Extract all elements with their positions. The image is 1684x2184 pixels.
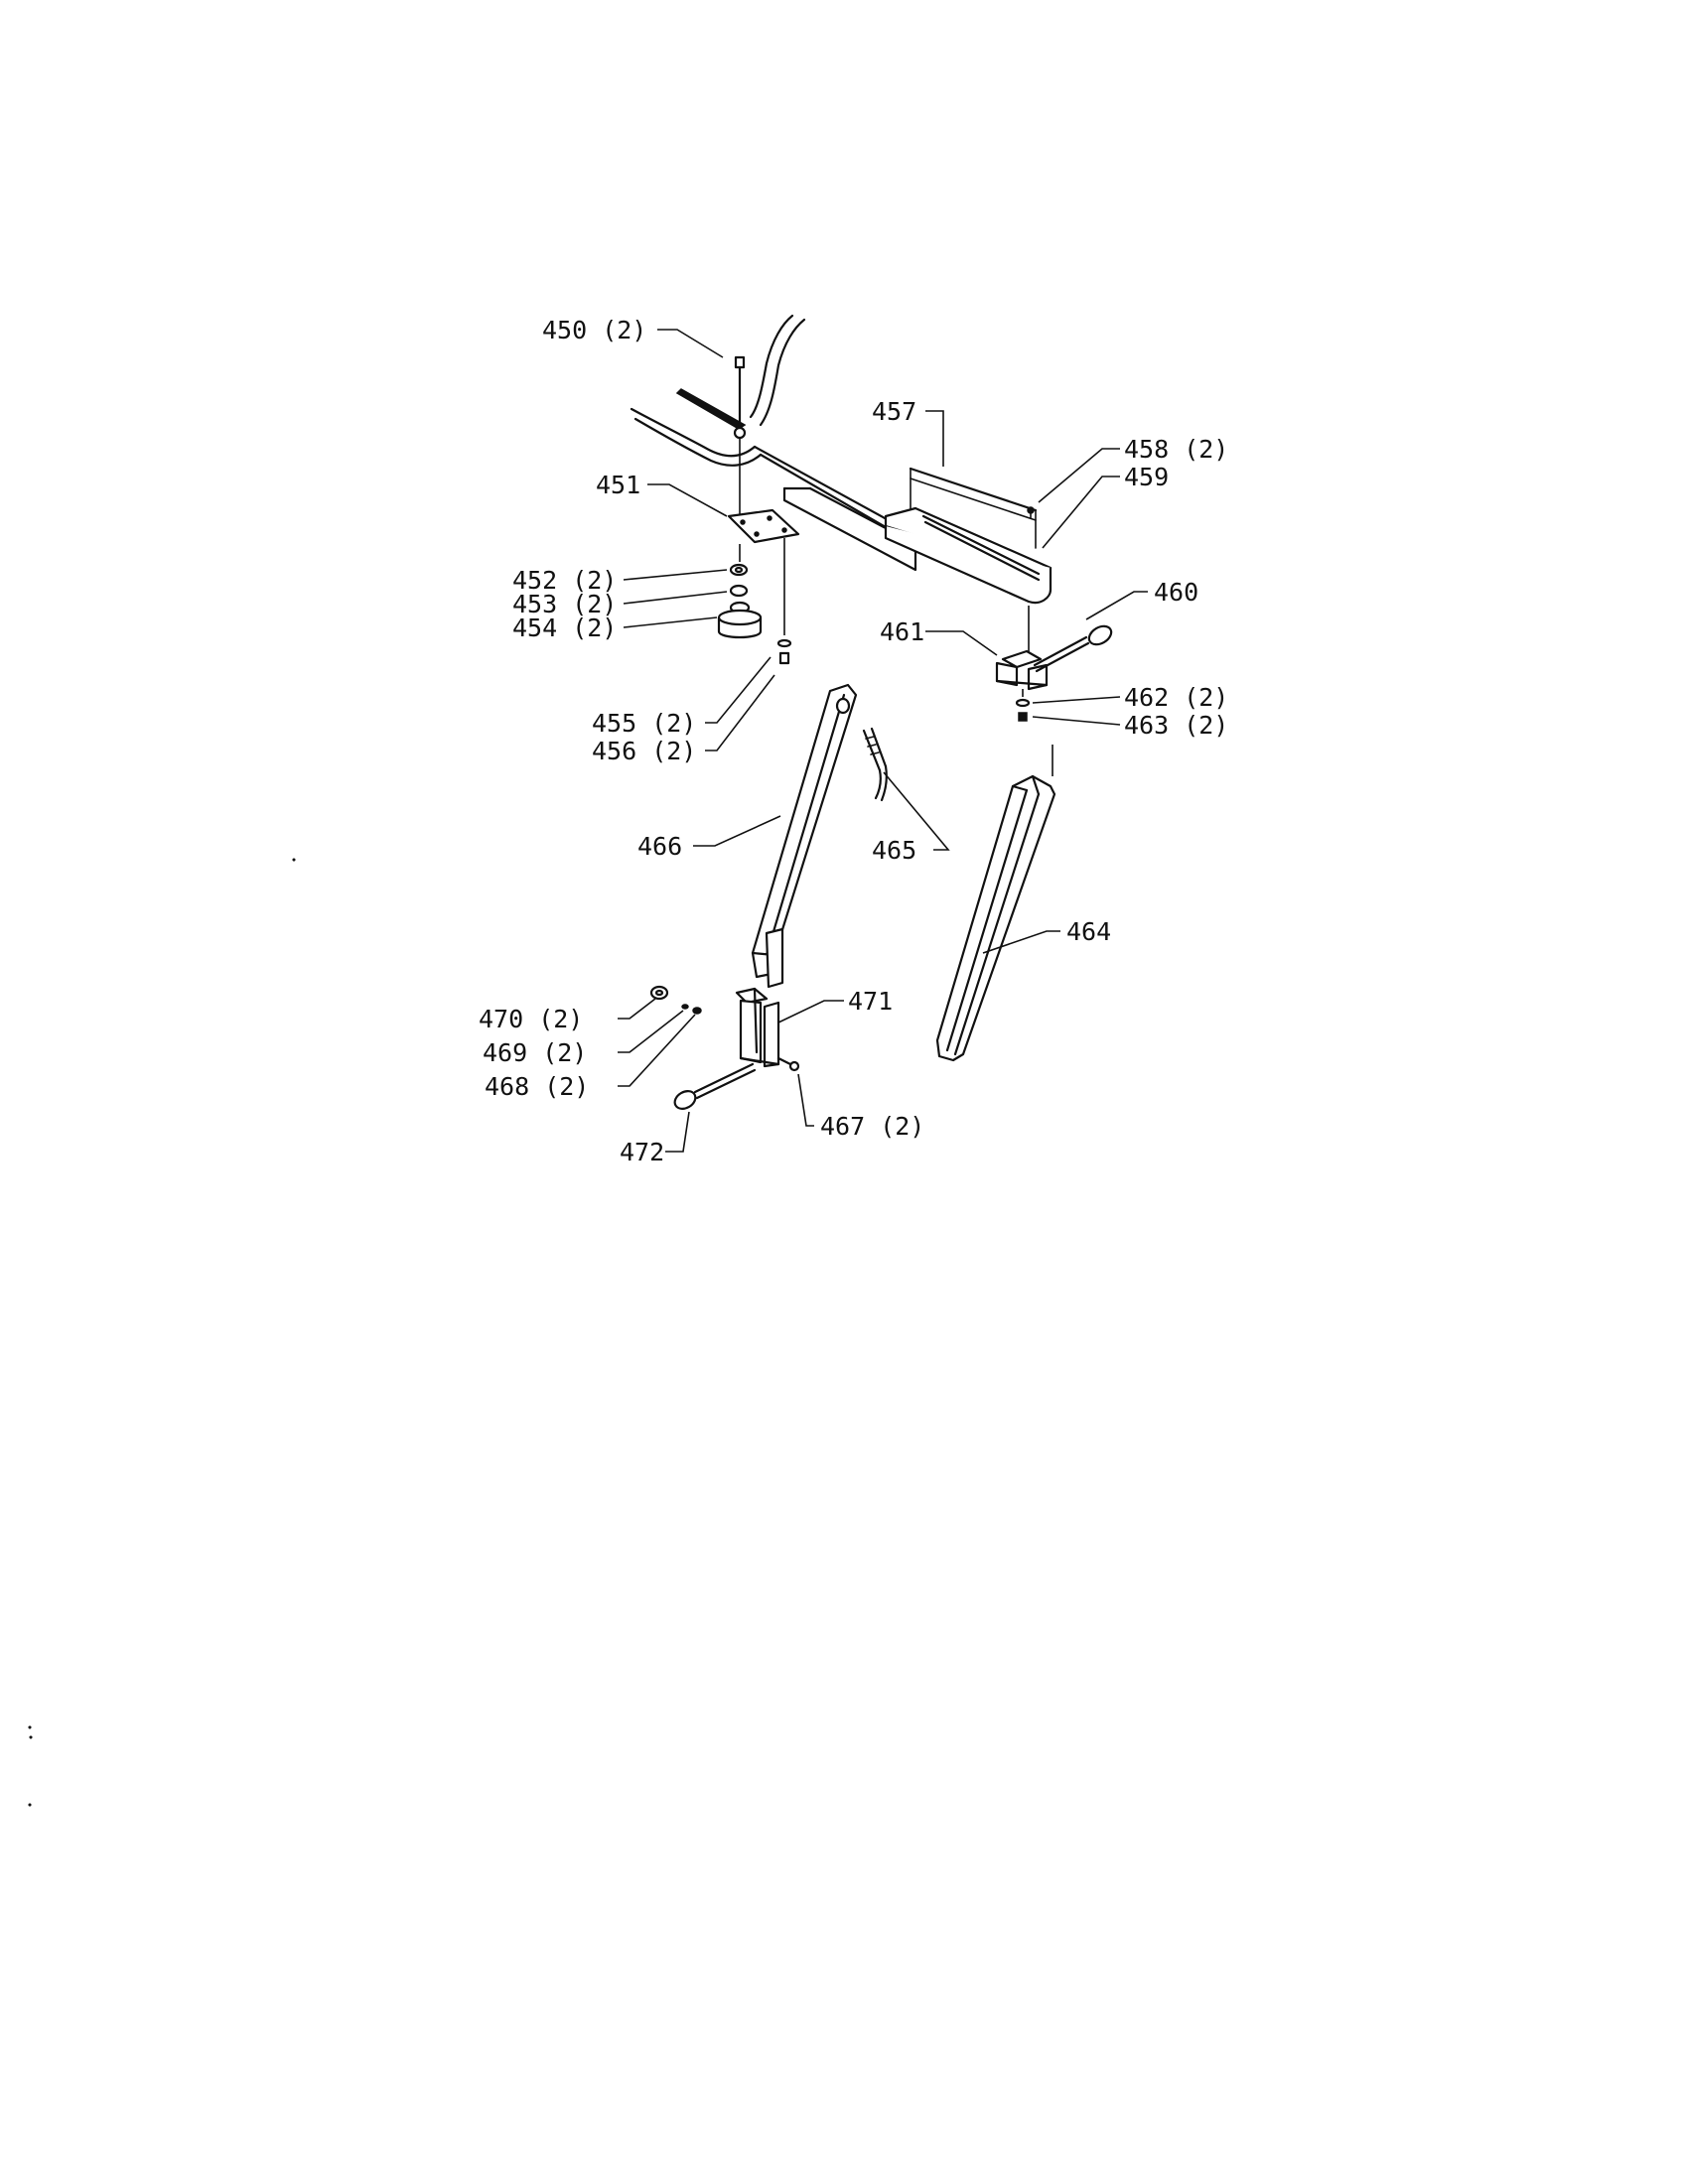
callout-472: 472 bbox=[620, 1138, 664, 1166]
callout-464: 464 bbox=[1066, 917, 1111, 946]
callout-462: 462 (2) bbox=[1124, 683, 1228, 712]
callout-457: 457 bbox=[872, 397, 916, 426]
washer-452 bbox=[729, 563, 749, 577]
callout-465: 465 bbox=[872, 836, 916, 865]
callout-468: 468 (2) bbox=[485, 1072, 589, 1101]
callout-452: 452 (2) bbox=[512, 566, 617, 595]
callout-labels: 450 (2) 451 452 (2) 453 (2) 454 (2) 455 … bbox=[479, 316, 1228, 1166]
callout-459: 459 bbox=[1124, 463, 1169, 491]
washer-469 bbox=[681, 1004, 689, 1010]
screw-456 bbox=[778, 651, 790, 665]
callout-455: 455 (2) bbox=[592, 709, 696, 738]
callout-461: 461 bbox=[880, 617, 924, 646]
callout-460: 460 bbox=[1154, 578, 1198, 607]
foot-454 bbox=[717, 601, 763, 639]
washer-455 bbox=[776, 638, 792, 648]
callout-458: 458 (2) bbox=[1124, 435, 1228, 464]
rail-459 bbox=[884, 506, 1052, 605]
callout-451: 451 bbox=[596, 471, 640, 499]
leg-rail-464 bbox=[935, 774, 1056, 1062]
callout-469: 469 (2) bbox=[483, 1038, 587, 1067]
screw-458 bbox=[1027, 506, 1035, 519]
washer-462 bbox=[1015, 698, 1031, 708]
washer-453 bbox=[729, 584, 749, 598]
callout-454: 454 (2) bbox=[512, 614, 617, 642]
plate-451 bbox=[727, 508, 800, 544]
bracket-461 bbox=[995, 649, 1049, 691]
callout-456: 456 (2) bbox=[592, 737, 696, 765]
table-extension bbox=[630, 314, 917, 572]
scan-specks bbox=[28, 858, 296, 1807]
bracket-471 bbox=[735, 987, 780, 1068]
callout-450: 450 (2) bbox=[542, 316, 646, 344]
callout-467: 467 (2) bbox=[820, 1112, 924, 1141]
screw-467 bbox=[776, 1056, 800, 1072]
callout-453: 453 (2) bbox=[512, 590, 617, 618]
handle-460 bbox=[1033, 624, 1113, 673]
washer-468 bbox=[692, 1007, 702, 1015]
leg-466 bbox=[751, 683, 858, 989]
leader-lines bbox=[618, 329, 1148, 1153]
handle-472 bbox=[673, 1062, 757, 1110]
callout-466: 466 bbox=[637, 832, 682, 861]
screw-463 bbox=[1018, 712, 1028, 722]
callout-470: 470 (2) bbox=[479, 1005, 583, 1033]
nut-470 bbox=[649, 985, 669, 1001]
hex-key-465 bbox=[862, 727, 888, 802]
callout-463: 463 (2) bbox=[1124, 711, 1228, 740]
callout-471: 471 bbox=[848, 987, 893, 1016]
